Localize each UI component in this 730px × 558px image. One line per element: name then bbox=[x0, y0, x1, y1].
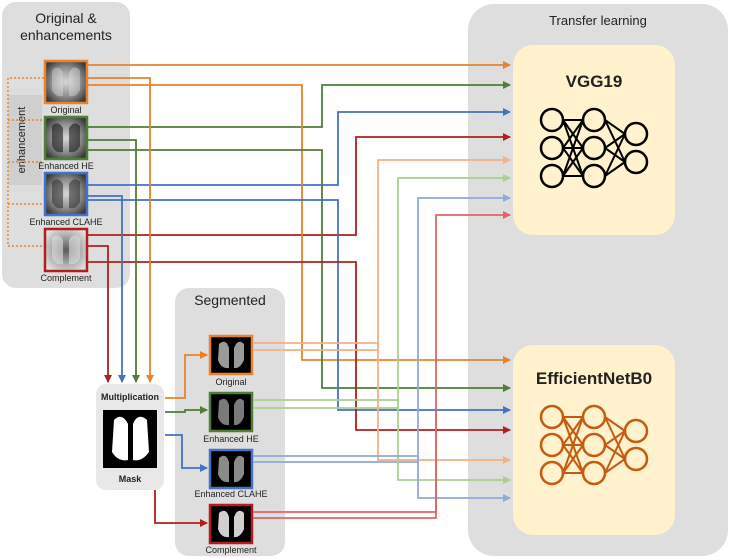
arrow-mask-to-seg-clahe bbox=[165, 434, 208, 472]
arrow-complement-to-mult bbox=[88, 245, 112, 383]
arrow-complement-to-effnet bbox=[88, 261, 511, 434]
seg-label-he: Enhanced HE bbox=[203, 434, 259, 444]
network-node bbox=[581, 404, 607, 430]
thumb-label-he: Enhanced HE bbox=[38, 161, 94, 171]
arrow-clahe-to-effnet bbox=[88, 199, 511, 414]
network-node bbox=[623, 418, 649, 444]
arrow-seg-he-to-effnet bbox=[253, 399, 511, 484]
seg-label-original: Original bbox=[215, 377, 246, 387]
arrow-seg-clahe-to-vgg bbox=[253, 194, 511, 463]
network-edge bbox=[604, 430, 626, 446]
efficientnetb0-box bbox=[513, 345, 675, 535]
network-edge bbox=[604, 133, 626, 177]
network-node bbox=[623, 149, 649, 175]
seg-label-complement: Complement bbox=[205, 545, 257, 555]
efficientnetb0-title: EfficientNetB0 bbox=[536, 369, 652, 388]
connection-arrows bbox=[88, 61, 511, 527]
enhancement-label: enhancement bbox=[16, 107, 28, 174]
thumb-label-clahe: Enhanced CLAHE bbox=[29, 217, 102, 227]
enhancement-tag bbox=[8, 95, 42, 185]
thumb-label-original: Original bbox=[50, 105, 81, 115]
arrow-original-to-effnet bbox=[88, 84, 511, 364]
neural-network-icon bbox=[539, 107, 649, 189]
network-edge bbox=[562, 119, 584, 177]
network-edge bbox=[604, 119, 626, 135]
thumb-he bbox=[43, 115, 89, 161]
network-node bbox=[539, 404, 565, 430]
network-node bbox=[539, 432, 565, 458]
network-node bbox=[539, 107, 565, 133]
network-edge bbox=[562, 444, 584, 474]
arrow-clahe-to-mult bbox=[88, 195, 126, 383]
arrow-mask-to-seg-he bbox=[165, 406, 208, 414]
panel-title-original-line2: enhancements bbox=[20, 27, 112, 43]
arrow-mask-to-seg-complement bbox=[154, 490, 208, 527]
network-node bbox=[581, 107, 607, 133]
thumb-complement bbox=[43, 227, 89, 273]
network-node bbox=[539, 163, 565, 189]
network-node bbox=[581, 163, 607, 189]
thumb-original bbox=[43, 59, 89, 105]
panel-title-original-line1: Original & bbox=[35, 10, 97, 26]
arrow-mask-to-seg-original bbox=[165, 351, 208, 399]
network-edge bbox=[562, 147, 584, 177]
mask-label: Mask bbox=[119, 474, 143, 484]
network-node bbox=[581, 432, 607, 458]
arrow-he-to-mult bbox=[88, 139, 140, 383]
network-edge bbox=[562, 416, 584, 474]
arrow-original-to-mult bbox=[88, 77, 154, 383]
arrow-seg-he-to-vgg bbox=[253, 174, 511, 409]
arrow-seg-original-to-effnet bbox=[253, 342, 511, 464]
arrow-seg-original-to-vgg bbox=[253, 156, 511, 351]
neural-network-icon bbox=[539, 404, 649, 486]
enhancement-dotted-arrows bbox=[7, 77, 44, 247]
lung-mask-image bbox=[103, 410, 157, 468]
arrow-seg-clahe-to-effnet bbox=[253, 455, 511, 502]
vgg19-title: VGG19 bbox=[566, 72, 623, 91]
network-edge bbox=[604, 416, 626, 432]
thumb-label-complement: Complement bbox=[40, 273, 92, 283]
network-node bbox=[581, 135, 607, 161]
network-node bbox=[539, 135, 565, 161]
network-node bbox=[581, 460, 607, 486]
network-node bbox=[623, 121, 649, 147]
seg-thumb-complement bbox=[208, 503, 254, 545]
arrow-seg-complement-trunk bbox=[253, 410, 437, 513]
thumb-clahe bbox=[43, 171, 89, 217]
network-edge bbox=[604, 161, 626, 177]
panel-title-segmented: Segmented bbox=[194, 292, 266, 308]
seg-label-clahe: Enhanced CLAHE bbox=[194, 489, 267, 499]
network-edge bbox=[562, 416, 584, 446]
network-edge bbox=[562, 119, 584, 149]
seg-thumb-original bbox=[208, 334, 254, 376]
network-node bbox=[623, 446, 649, 472]
seg-thumb-he bbox=[208, 391, 254, 433]
seg-thumb-clahe bbox=[208, 448, 254, 490]
panel-title-transfer: Transfer learning bbox=[549, 13, 647, 28]
network-edge bbox=[604, 458, 626, 474]
network-edge bbox=[604, 430, 626, 474]
arrow-complement-to-vgg bbox=[88, 133, 511, 236]
arrow-clahe-to-vgg bbox=[88, 108, 511, 186]
multiplication-label: Multiplication bbox=[101, 392, 159, 402]
network-node bbox=[539, 460, 565, 486]
arrow-seg-complement-to-vgg bbox=[253, 211, 511, 519]
arrow-he-to-vgg bbox=[88, 81, 511, 128]
network-edge bbox=[604, 133, 626, 149]
arrow-he-to-effnet bbox=[88, 149, 511, 392]
